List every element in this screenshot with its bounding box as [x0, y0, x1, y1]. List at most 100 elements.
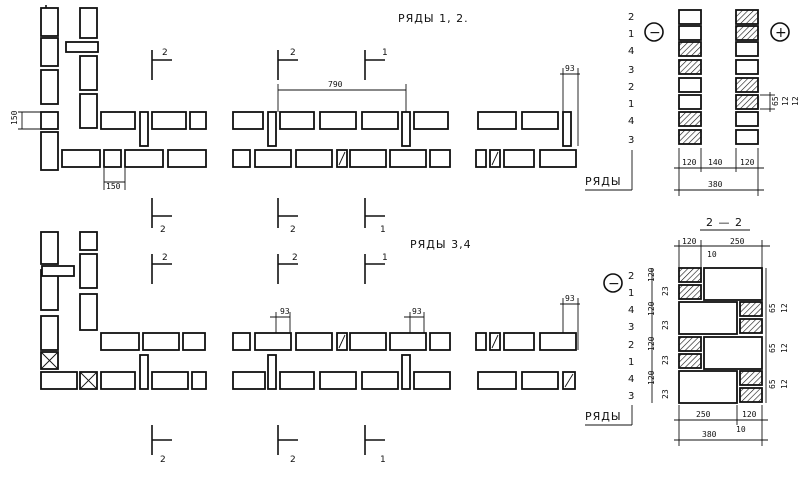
plus-sign — [770, 22, 790, 42]
dim-left: 120 — [647, 336, 656, 351]
brick — [40, 69, 59, 105]
brick — [521, 371, 559, 390]
section-mark: 1 — [382, 253, 388, 263]
section-markers-middle-1: 2 2 1 — [151, 198, 386, 235]
brick — [267, 111, 277, 147]
brick-hatched — [735, 9, 759, 25]
brick — [232, 371, 266, 390]
wall-plan-rows-1-2: 790 — [232, 80, 451, 168]
dim-right: 12 — [780, 303, 789, 313]
brick-hatched — [678, 129, 702, 145]
dim-150-horizontal: 150 — [106, 182, 121, 191]
brick — [521, 111, 559, 130]
section-mark: 2 — [162, 48, 168, 58]
dim-left: 23 — [661, 286, 670, 296]
dim-12: 12 — [791, 96, 800, 106]
row-number: 2 — [628, 82, 634, 93]
dim-250: 250 — [730, 237, 745, 246]
brick — [429, 149, 451, 168]
section-mark: 2 — [160, 455, 166, 465]
brick — [295, 332, 333, 351]
svg-text:+: + — [775, 25, 787, 41]
brick — [61, 149, 101, 168]
brick-large — [678, 301, 738, 335]
brick — [678, 94, 702, 110]
section-mark: 1 — [380, 225, 386, 235]
svg-text:−: − — [649, 25, 661, 41]
dim-380: 380 — [708, 180, 723, 189]
row-number: 4 — [628, 374, 634, 385]
label-rows-3-4: РЯДЫ 3,4 — [410, 238, 472, 251]
brick — [167, 149, 207, 168]
dim-93: 93 — [412, 307, 422, 316]
brick — [349, 332, 387, 351]
label-rows-1-2: РЯДЫ 1, 2. — [398, 12, 469, 25]
brick — [413, 111, 449, 130]
brick — [40, 37, 59, 67]
brick — [319, 111, 357, 130]
dim-93: 93 — [280, 307, 290, 316]
dim-790: 790 — [328, 80, 343, 89]
brick — [678, 25, 702, 41]
row-number: 1 — [628, 29, 634, 40]
section-mark: 2 — [292, 253, 298, 263]
brick-hatched — [678, 41, 702, 57]
dim-left: 23 — [661, 355, 670, 365]
row-number: 2 — [628, 271, 634, 282]
brick — [267, 354, 277, 390]
brick-hatched — [739, 387, 763, 403]
brick — [100, 111, 136, 130]
brick — [413, 371, 451, 390]
corner-plan-rows-3-4 — [40, 231, 207, 390]
brick — [40, 371, 78, 390]
brick — [279, 371, 315, 390]
brick-hatched — [678, 267, 702, 283]
brick — [361, 371, 399, 390]
brick-large — [678, 370, 738, 404]
section-markers-middle-2: 2 2 1 — [151, 253, 388, 284]
brick — [678, 77, 702, 93]
row-number: 3 — [628, 135, 634, 146]
dim-120: 120 — [682, 237, 697, 246]
section-mark: 1 — [382, 48, 388, 58]
row-number: 2 — [628, 12, 634, 23]
row-number: 1 — [628, 99, 634, 110]
brick — [79, 93, 98, 129]
brick — [562, 111, 572, 147]
brick-hatched — [678, 284, 702, 300]
wall-plan-rows-3-4: 93 93 — [232, 307, 451, 390]
brick — [477, 371, 517, 390]
dim-150-vertical: 150 — [10, 110, 19, 125]
brick — [142, 332, 180, 351]
section-title: 2 — 2 — [706, 216, 743, 229]
dim-left: 23 — [661, 389, 670, 399]
wall-end-rows-1-2: 93 — [475, 64, 580, 168]
section-mark: 2 — [162, 253, 168, 263]
dim-140: 140 — [708, 158, 723, 167]
section-mark: 2 — [290, 225, 296, 235]
row-number: 4 — [628, 116, 634, 127]
row-number: 4 — [628, 305, 634, 316]
dim-right: 65 — [768, 343, 777, 353]
dim-right: 65 — [768, 379, 777, 389]
row-number: 3 — [628, 391, 634, 402]
brick — [79, 293, 98, 331]
row-number: 3 — [628, 322, 634, 333]
label-rows: РЯДЫ — [585, 410, 622, 423]
brick — [182, 332, 206, 351]
corner-plan-rows-1-2: 150 150 — [10, 5, 207, 191]
dim-65: 65 — [771, 96, 780, 106]
dim-10: 10 — [736, 425, 746, 434]
brick — [79, 7, 98, 39]
brick — [389, 149, 427, 168]
dim-120: 120 — [682, 158, 697, 167]
brick — [401, 354, 411, 390]
row-number: 2 — [628, 340, 634, 351]
brick — [40, 7, 59, 37]
section-markers-top: 2 2 1 — [151, 48, 388, 80]
brick — [232, 149, 251, 168]
brick — [41, 265, 75, 277]
brick-hatched — [678, 111, 702, 127]
brick — [40, 315, 59, 351]
brick — [429, 332, 451, 351]
